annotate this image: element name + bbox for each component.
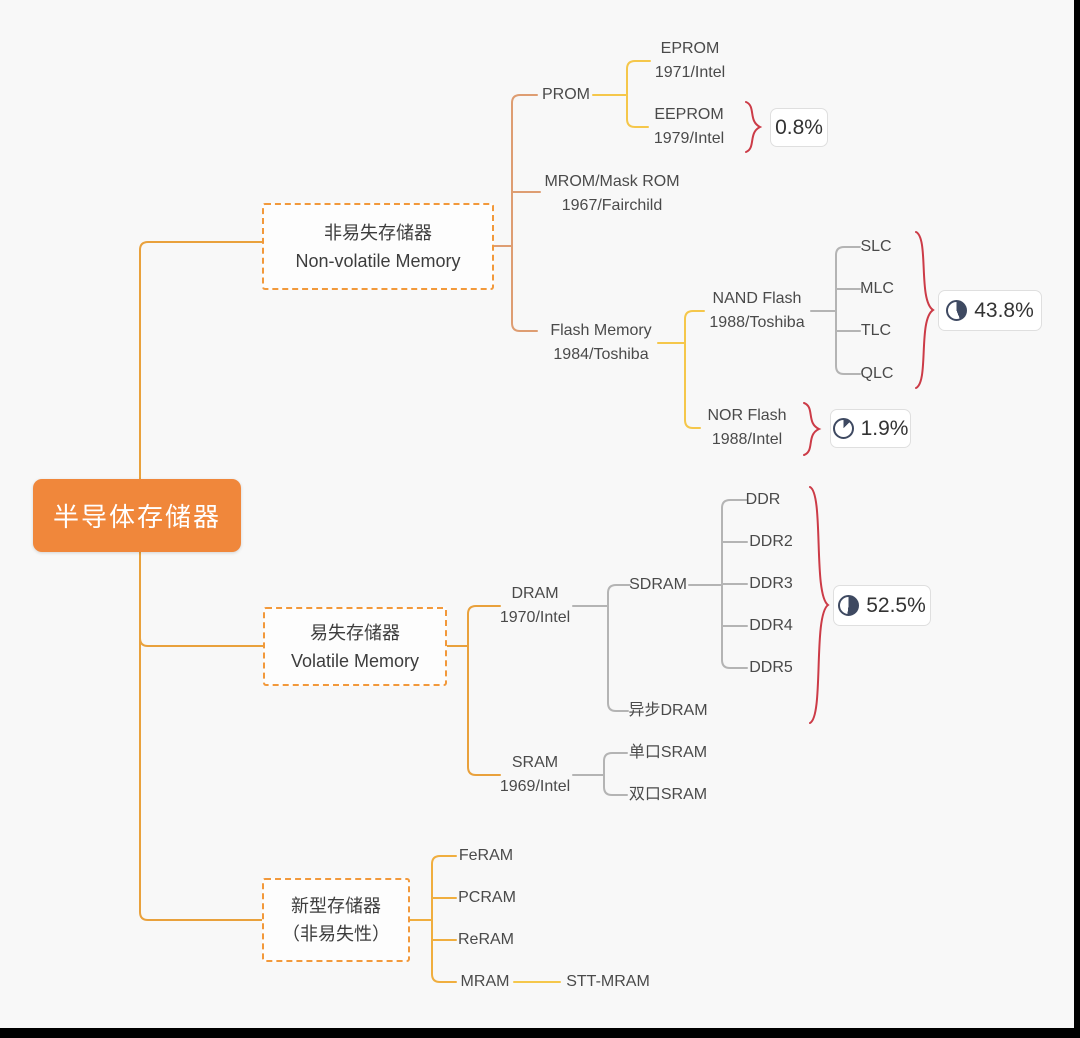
branch-title-zh: 易失存储器	[310, 622, 400, 643]
node-pcram[interactable]: PCRAM	[458, 889, 516, 906]
newtype-branch-lines	[409, 855, 457, 983]
badge-eeprom-share[interactable]: 0.8%	[770, 108, 828, 147]
branch-title-en: Volatile Memory	[290, 650, 420, 671]
node-dual-port-sram[interactable]: 双口SRAM	[628, 786, 708, 803]
node-tlc[interactable]: TLC	[860, 322, 892, 339]
node-dram[interactable]: DRAM 1970/Intel	[500, 582, 570, 630]
node-ddr4[interactable]: DDR4	[749, 617, 793, 634]
badge-value: 1.9%	[860, 416, 909, 440]
node-eeprom[interactable]: EEPROM 1979/Intel	[654, 103, 724, 151]
branch-title-en: （非易失性）	[282, 924, 390, 944]
node-slc[interactable]: SLC	[860, 238, 892, 255]
nor-brace	[803, 402, 822, 456]
node-subtitle: 1971/Intel	[654, 64, 726, 81]
node-subtitle: 1969/Intel	[499, 778, 571, 795]
screen-edge-bottom	[0, 1028, 1080, 1038]
badge-dram-share[interactable]: 52.5%	[833, 585, 931, 626]
node-ddr5[interactable]: DDR5	[749, 659, 793, 676]
node-ddr[interactable]: DDR	[745, 491, 781, 508]
node-label: Flash Memory	[550, 322, 652, 339]
node-mrom[interactable]: MROM/Mask ROM 1967/Fairchild	[544, 170, 679, 218]
branch-nonvolatile-memory[interactable]: 非易失存储器 Non-volatile Memory	[262, 203, 494, 290]
node-sdram[interactable]: SDRAM	[629, 576, 687, 593]
branch-volatile-memory[interactable]: 易失存储器 Volatile Memory	[263, 607, 447, 686]
node-nor-flash[interactable]: NOR Flash 1988/Intel	[707, 404, 786, 452]
node-label: MROM/Mask ROM	[544, 173, 680, 190]
node-subtitle: 1979/Intel	[653, 130, 725, 147]
node-qlc[interactable]: QLC	[860, 365, 894, 382]
badge-nand-share[interactable]: 43.8%	[938, 290, 1042, 331]
node-label: EPROM	[660, 40, 720, 57]
node-label: EEPROM	[654, 106, 724, 123]
node-subtitle: 1967/Fairchild	[561, 197, 663, 214]
node-label: NAND Flash	[712, 290, 802, 307]
node-prom[interactable]: PROM	[542, 86, 590, 103]
node-mlc[interactable]: MLC	[860, 280, 894, 297]
badge-nor-share[interactable]: 1.9%	[830, 409, 911, 448]
node-subtitle: 1988/Intel	[711, 431, 783, 448]
pie-icon	[946, 300, 968, 321]
node-async-dram[interactable]: 异步DRAM	[628, 702, 708, 719]
node-flash-memory[interactable]: Flash Memory 1984/Toshiba	[550, 319, 651, 367]
volatile-branch-lines	[446, 605, 501, 776]
node-nand-flash[interactable]: NAND Flash 1988/Toshiba	[709, 287, 804, 335]
node-label: SRAM	[511, 754, 559, 771]
badge-value: 0.8%	[775, 115, 823, 139]
nand-brace	[915, 231, 935, 389]
screen-edge-right	[1074, 0, 1080, 1038]
branch-newtype-memory[interactable]: 新型存储器 （非易失性）	[262, 878, 410, 962]
branch-title-en: Non-volatile Memory	[295, 250, 461, 271]
node-stt-mram[interactable]: STT-MRAM	[566, 973, 650, 990]
ddr-brace	[809, 486, 830, 724]
node-mram[interactable]: MRAM	[460, 973, 510, 990]
badge-value: 43.8%	[974, 298, 1034, 322]
eeprom-brace	[745, 101, 763, 153]
node-sram[interactable]: SRAM 1969/Intel	[500, 751, 570, 799]
node-subtitle: 1970/Intel	[499, 609, 571, 626]
pie-icon	[838, 595, 860, 616]
node-ddr3[interactable]: DDR3	[749, 575, 793, 592]
node-ddr2[interactable]: DDR2	[749, 533, 793, 550]
branch-title-zh: 非易失存储器	[324, 222, 432, 243]
node-label: NOR Flash	[707, 407, 787, 424]
badge-value: 52.5%	[866, 593, 926, 617]
node-single-port-sram[interactable]: 单口SRAM	[628, 744, 708, 761]
node-eprom[interactable]: EPROM 1971/Intel	[655, 37, 725, 85]
node-reram[interactable]: ReRAM	[457, 931, 515, 948]
root-node[interactable]: 半导体存储器	[33, 479, 241, 552]
node-subtitle: 1984/Toshiba	[553, 346, 649, 363]
node-label: DRAM	[511, 585, 559, 602]
branch-title-zh: 新型存储器	[291, 896, 381, 916]
node-subtitle: 1988/Toshiba	[709, 314, 805, 331]
trunk-lines	[139, 241, 264, 921]
node-feram[interactable]: FeRAM	[458, 847, 514, 864]
pie-icon	[832, 418, 854, 439]
nonvolatile-branch-lines	[493, 94, 541, 332]
